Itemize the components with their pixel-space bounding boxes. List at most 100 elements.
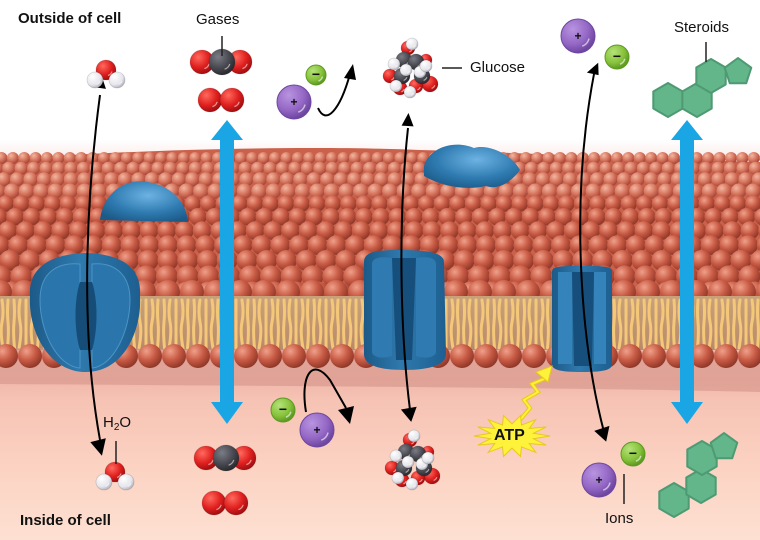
lipid-head (405, 152, 418, 164)
lipid-head (418, 195, 435, 212)
plus-sign-icon: + (290, 95, 297, 109)
lipid-head (195, 235, 216, 255)
lipid-head (98, 152, 110, 164)
lipid-head (714, 195, 731, 212)
lipid-tail (0, 298, 5, 350)
lipid-head (56, 208, 74, 226)
lipid-head (231, 195, 248, 212)
lipid-head (330, 344, 354, 368)
ion-shine (320, 432, 329, 441)
hydrogen-atom (389, 79, 403, 93)
lipid-head (298, 221, 318, 240)
lipid-head (171, 172, 186, 187)
lipid-head (193, 183, 209, 199)
lipid-head (756, 237, 760, 253)
lipid-tail (737, 298, 743, 350)
lipid-head (75, 195, 92, 212)
lipid-head (511, 195, 528, 212)
lipid-head (288, 235, 309, 255)
lipid-head (581, 221, 601, 240)
lipid-head (549, 161, 563, 175)
atp-burst-icon (473, 414, 551, 458)
hydrogen-atom (399, 63, 413, 77)
lipid-head (175, 221, 194, 240)
lipid-head (288, 161, 302, 175)
lipid-head (200, 152, 213, 164)
atom-shine (403, 76, 408, 81)
lipid-head (269, 152, 281, 164)
lipid-head (33, 183, 49, 199)
lipid-head (438, 208, 456, 226)
lipid-head (192, 221, 212, 240)
lipid-head (411, 183, 427, 199)
lipid-head (51, 221, 70, 240)
lipid-head (721, 208, 739, 226)
lipid-head (77, 172, 92, 187)
lipid-head (737, 208, 756, 226)
lipid-head (729, 195, 747, 212)
lipid-head (63, 172, 79, 187)
cation-sphere (276, 84, 312, 120)
lipid-head (350, 161, 364, 175)
lipid-head (0, 208, 8, 226)
lipid-tail (509, 298, 515, 350)
lipid-head (252, 172, 267, 187)
lipid-head (76, 161, 90, 175)
lipid-head (76, 183, 93, 199)
lipid-head (554, 208, 573, 226)
lipid-head (711, 172, 726, 187)
lipid-head (495, 195, 513, 212)
lipid-head (412, 161, 426, 175)
lipid-tail (492, 298, 496, 350)
lipid-head (656, 152, 669, 164)
lipid-head (605, 195, 622, 212)
lipid-tail (726, 298, 730, 350)
lipid-head (405, 208, 423, 226)
lipid-head (589, 172, 605, 187)
lipid-head (337, 152, 350, 164)
atom-shine (420, 72, 425, 76)
hydrogen-atom (117, 473, 135, 491)
lipid-head (155, 152, 167, 164)
lipid-tail (6, 298, 10, 350)
glucose-molecule-outside (382, 37, 439, 99)
lipid-head (138, 344, 162, 368)
lipid-head (513, 250, 534, 271)
lipid-head (710, 250, 732, 271)
lipid-tail (456, 298, 460, 350)
glucose-molecule-inside (384, 429, 441, 491)
lipid-tail (149, 298, 155, 350)
lipid-head (738, 235, 758, 255)
atom-shine (412, 44, 417, 48)
steroid-ring (685, 468, 717, 504)
lipid-head (493, 221, 512, 240)
lipid-tail (299, 298, 305, 350)
lipid-head (563, 221, 583, 240)
lipid-head (542, 195, 560, 212)
atom-shine (403, 480, 407, 485)
lipid-head (309, 183, 325, 199)
lipid-tail (516, 298, 520, 350)
atom-shine (405, 468, 410, 473)
water-label-h: H (103, 414, 114, 431)
cation-outside-left: + (276, 84, 312, 120)
lipid-head (120, 235, 141, 255)
lipid-head (512, 183, 529, 199)
lipid-head (0, 344, 18, 368)
lipid-tail (209, 298, 215, 350)
lipid-head (625, 235, 646, 255)
lipid-head (367, 183, 383, 199)
lipid-head (0, 172, 11, 187)
lipid-head (532, 235, 552, 255)
oxygen-atom (201, 490, 227, 516)
lipid-head (205, 208, 224, 226)
atom-shine (414, 436, 419, 440)
lipid-head (316, 221, 336, 240)
lipid-head (238, 161, 252, 175)
lipid-head (326, 152, 338, 164)
lipid-tail (216, 298, 220, 350)
lipid-head (51, 161, 65, 175)
hydrogen-atom (421, 451, 435, 465)
steroid-molecule-outside (652, 57, 753, 118)
lipid-head (649, 161, 663, 175)
